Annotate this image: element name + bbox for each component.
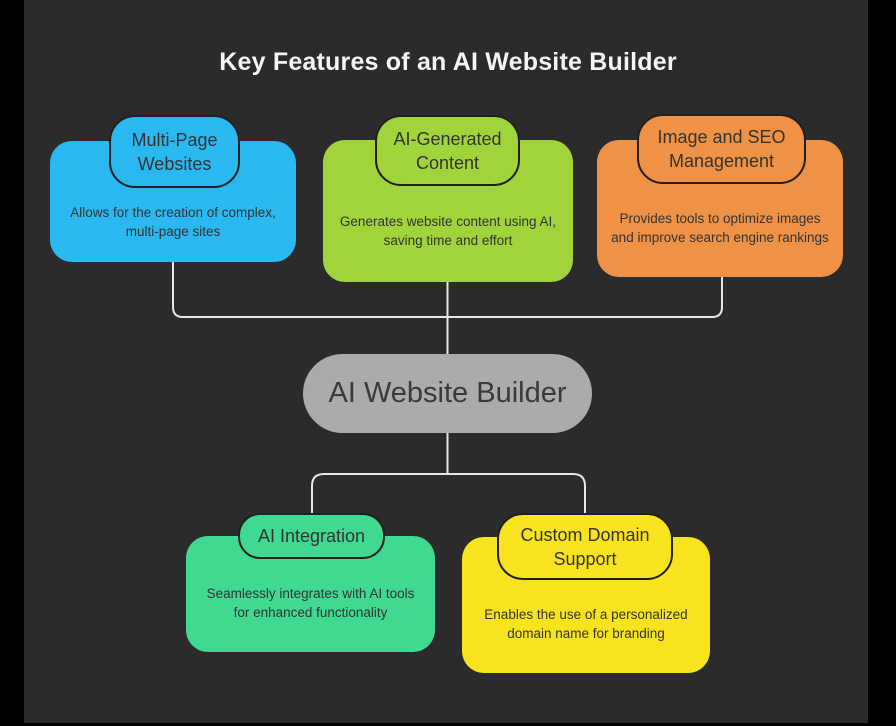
center-node-ai-website-builder: AI Website Builder (303, 354, 592, 433)
node-image-and-seo-management-header: Image and SEO Management (637, 114, 806, 184)
node-ai-generated-content-description: Generates website content using AI, savi… (339, 214, 557, 248)
node-multi-page-websites-description: Allows for the creation of complex, mult… (70, 204, 276, 239)
node-custom-domain-support-header: Custom Domain Support (497, 513, 673, 580)
node-image-and-seo-management-description: Provides tools to optimize images and im… (611, 210, 829, 245)
connector-bottom-tree (311, 473, 586, 514)
diagram-title: Key Features of an AI Website Builder (219, 48, 677, 76)
node-ai-generated-content-header: AI-Generated Content (375, 115, 520, 186)
node-custom-domain-support-description: Enables the use of a personalized domain… (484, 607, 688, 641)
node-multi-page-websites-header: Multi-Page Websites (109, 115, 240, 188)
node-ai-integration-header: AI Integration (238, 513, 385, 559)
node-ai-integration-description: Seamlessly integrates with AI tools for … (206, 586, 415, 620)
